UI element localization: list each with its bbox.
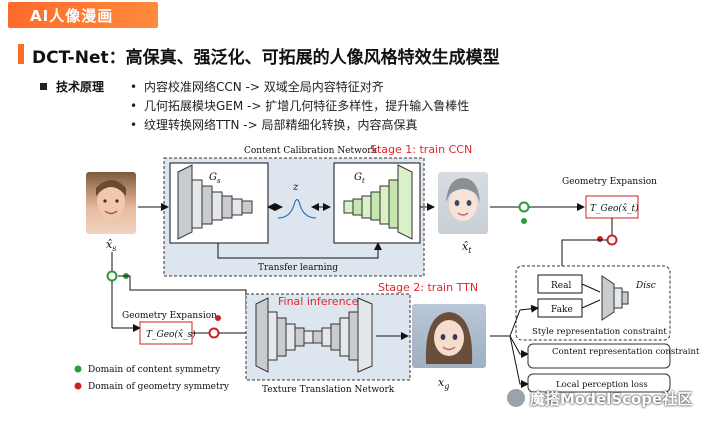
disc-block (613, 287, 623, 309)
style-constraint-label: Style representation constraint (532, 327, 667, 337)
section-banner: AI人像漫画 (8, 2, 158, 28)
geometry-symmetry-node (606, 234, 618, 246)
disc-block (601, 275, 615, 321)
geometry-symmetry-dot (215, 315, 221, 321)
geo-exp-left-label: Geometry Expansion (122, 311, 217, 321)
arrow (509, 304, 539, 337)
z-label: z (292, 182, 299, 193)
fake-label: Fake (551, 305, 573, 315)
local-loss-box (527, 373, 671, 393)
slide-title: DCT-Net：高保真、强泛化、可拓展的人像风格特效生成模型 (32, 48, 500, 68)
bullet-list: 内容校准网络CCN -> 双域全局内容特征对齐 几何拓展模块GEM -> 扩增几… (130, 78, 469, 135)
tgeo-top-label: T_Geo(x̂_t) (590, 203, 639, 214)
stage1-label: Stage 1: train CCN (370, 143, 472, 156)
square-bullet-icon (40, 83, 47, 90)
legend-green-dot (74, 365, 82, 373)
geometry-symmetry-dot (597, 236, 603, 242)
legend-green-label: Domain of content symmetry (88, 365, 221, 375)
transfer-learning-label: Transfer learning (258, 263, 338, 273)
content-symmetry-node (106, 270, 118, 282)
disc-label: Disc (635, 281, 656, 291)
geometry-symmetry-node (208, 327, 220, 339)
content-symmetry-node (518, 201, 530, 213)
output-photo (412, 304, 486, 368)
cartoon-face-icon (425, 312, 473, 364)
title-accent-bar (18, 44, 24, 64)
ttn-blocks (255, 297, 373, 373)
cartoon-photo (438, 172, 488, 234)
principle-label: 技术原理 (56, 80, 105, 94)
bullet-item: 内容校准网络CCN -> 双域全局内容特征对齐 (130, 78, 469, 97)
face-icon (96, 180, 126, 219)
tgeo-left-label: T_Geo(x̂_s) (146, 329, 196, 340)
content-constraint-box (527, 343, 671, 369)
input-photo (86, 172, 136, 234)
stage2-label: Stage 2: train TTN (378, 281, 478, 294)
content-constraint-label: Content representation constraint (552, 347, 700, 357)
xt-label: x̂t (462, 240, 472, 255)
bullet-item: 几何拓展模块GEM -> 扩增几何特征多样性，提升输入鲁棒性 (130, 97, 469, 116)
gt-decoder-blocks (343, 164, 413, 240)
connector-line (581, 299, 601, 309)
gt-label: Gt (354, 172, 365, 185)
arrow (509, 335, 529, 358)
disc-block (621, 291, 629, 305)
xs-label: x̂s (106, 238, 116, 253)
watermark: 魔搭ModelScope社区 (530, 390, 693, 408)
final-inference-label: Final inference (278, 295, 359, 308)
content-symmetry-dot (521, 218, 527, 224)
gs-label: Gs (209, 172, 221, 185)
xs-to-ttn-arrow (118, 275, 255, 314)
gs-encoder-blocks (177, 164, 253, 240)
real-label: Real (551, 281, 571, 291)
gaussian-curve (277, 198, 317, 219)
xg-label: xg (438, 376, 449, 391)
cartoon-face-icon (446, 178, 480, 221)
ttn-label: Texture Translation Network (262, 385, 395, 395)
legend-red-dot (74, 382, 82, 390)
local-loss-label: Local perception loss (556, 380, 648, 390)
legend-red-label: Domain of geometry symmetry (88, 382, 230, 392)
bullet-item: 纹理转换网络TTN -> 局部精细化转换，内容高保真 (130, 116, 469, 135)
wechat-icon (507, 389, 525, 407)
arrow (509, 335, 529, 388)
transfer-arrow (217, 242, 382, 259)
connector-line (581, 283, 601, 293)
geo-exp-top-label: Geometry Expansion (562, 177, 657, 187)
ccn-title: Content Calibration Network (244, 146, 378, 156)
banner-text: AI人像漫画 (30, 7, 114, 25)
